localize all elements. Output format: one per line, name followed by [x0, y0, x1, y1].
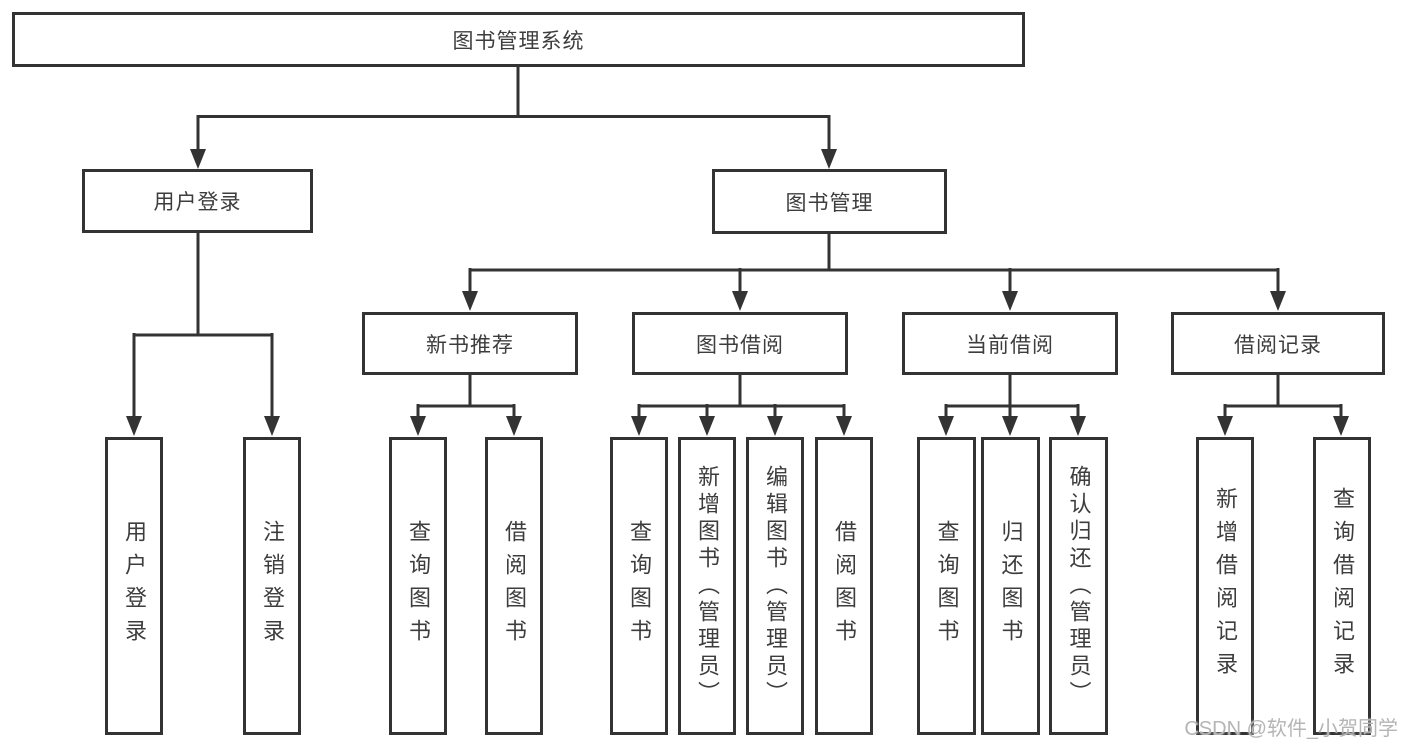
leaf-add-borrow-record: 新增借阅记录 [1196, 437, 1254, 735]
node-user-login-group: 用户登录 [82, 169, 313, 233]
node-borrowing-records: 借阅记录 [1171, 312, 1385, 375]
leaf-user-login: 用户登录 [105, 437, 163, 735]
leaf-label: 归还图书 [998, 520, 1024, 652]
leaf-query-books-1: 查询图书 [389, 437, 447, 735]
leaf-edit-books-admin: 编辑图书（管理员） [746, 437, 804, 735]
leaf-label: 借阅图书 [502, 520, 527, 652]
leaf-query-borrow-record: 查询借阅记录 [1313, 437, 1371, 735]
node-label: 图书管理系统 [452, 29, 585, 53]
leaf-return-books: 归还图书 [981, 437, 1040, 735]
node-root-library-system: 图书管理系统 [12, 12, 1025, 67]
node-label: 图书管理 [785, 191, 874, 215]
leaf-label: 查询图书 [934, 520, 960, 652]
node-label: 借阅记录 [1234, 333, 1322, 357]
node-book-borrowing: 图书借阅 [632, 312, 848, 375]
leaf-label: 注销登录 [260, 520, 285, 652]
node-label: 图书借阅 [696, 333, 784, 357]
leaf-label: 确认归还（管理员） [1066, 464, 1092, 708]
node-label: 当前借阅 [966, 333, 1054, 357]
leaf-label: 查询图书 [627, 520, 652, 652]
leaf-borrow-books-2: 借阅图书 [815, 437, 873, 735]
leaf-label: 查询图书 [406, 520, 431, 652]
leaf-label: 新增借阅记录 [1213, 487, 1238, 685]
leaf-add-books-admin: 新增图书（管理员） [678, 437, 736, 735]
leaf-confirm-return-admin: 确认归还（管理员） [1049, 437, 1108, 735]
leaf-query-books-2: 查询图书 [610, 437, 668, 735]
leaf-borrow-books-1: 借阅图书 [485, 437, 543, 735]
node-current-borrowing: 当前借阅 [902, 312, 1118, 375]
leaf-label: 新增图书（管理员） [695, 464, 720, 708]
node-label: 用户登录 [153, 191, 242, 214]
leaf-logout: 注销登录 [243, 437, 301, 735]
leaf-label: 借阅图书 [832, 520, 857, 652]
node-label: 新书推荐 [426, 333, 514, 357]
leaf-query-books-3: 查询图书 [917, 437, 976, 735]
leaf-label: 用户登录 [122, 520, 147, 652]
csdn-watermark: CSDN @软件_小贺同学 [1184, 718, 1398, 740]
node-new-book-recommend: 新书推荐 [362, 312, 578, 375]
node-book-management: 图书管理 [712, 169, 947, 234]
leaf-label: 查询借阅记录 [1330, 487, 1355, 685]
leaf-label: 编辑图书（管理员） [763, 464, 788, 708]
